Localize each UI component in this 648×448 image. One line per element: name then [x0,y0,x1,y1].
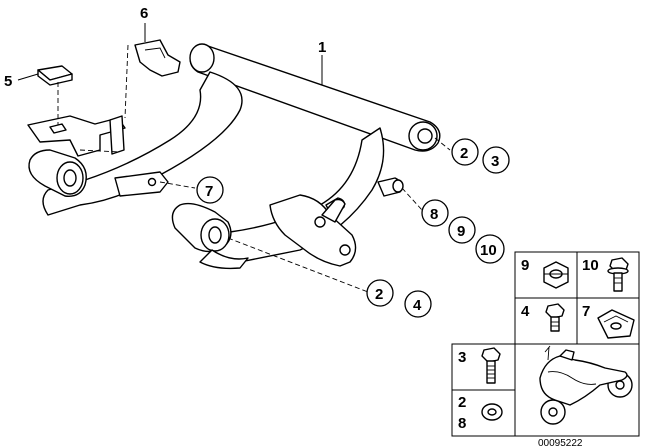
motorcycle-icon [539,345,633,425]
svg-text:10: 10 [480,242,497,259]
label-1: 1 [318,39,326,56]
svg-text:9: 9 [457,223,465,240]
legend-label-7: 7 [582,303,590,320]
flange-bolt-icon [607,257,629,292]
svg-text:2: 2 [460,145,468,162]
legend-label-8: 8 [458,415,466,432]
legend-label-4: 4 [521,303,530,320]
callout-2-lower: 2 [366,279,394,307]
label-5: 5 [4,73,12,90]
callout-2-upper: 2 [451,138,479,166]
legend-label-3: 3 [458,349,466,366]
hex-nut-icon [543,261,569,289]
callout-3: 3 [482,146,510,174]
legend-label-2: 2 [458,394,466,411]
callout-8: 8 [421,199,449,227]
pin-on-bracket [321,198,346,223]
left-bracket [27,39,181,197]
svg-text:4: 4 [413,297,422,314]
crash-bar-frame [28,43,441,270]
part-7-plate [114,171,169,197]
spacer-sleeve [377,177,404,197]
label-group: 1 5 6 [4,5,326,90]
svg-text:2: 2 [375,286,383,303]
legend-label-9: 9 [521,257,529,274]
part-6-clip [134,39,181,77]
callout-7: 7 [196,176,224,204]
legend-label-10: 10 [582,257,599,274]
short-bolt-icon [545,303,565,332]
svg-text:3: 3 [491,153,499,170]
washer-icon [481,403,503,421]
long-bolt-icon [481,347,501,384]
callout-9: 9 [448,216,476,244]
leader-lines [17,23,451,293]
callout-10: 10 [475,234,505,264]
callout-4: 4 [404,290,432,318]
hardware-legend: 9 10 4 7 3 2 8 [451,251,640,437]
svg-text:8: 8 [430,206,438,223]
label-6: 6 [140,5,148,22]
part-number: 00095222 [538,438,583,448]
clip-nut-icon [597,309,635,339]
callouts: 2 3 7 8 9 10 2 4 [196,138,510,318]
svg-text:7: 7 [205,183,213,200]
